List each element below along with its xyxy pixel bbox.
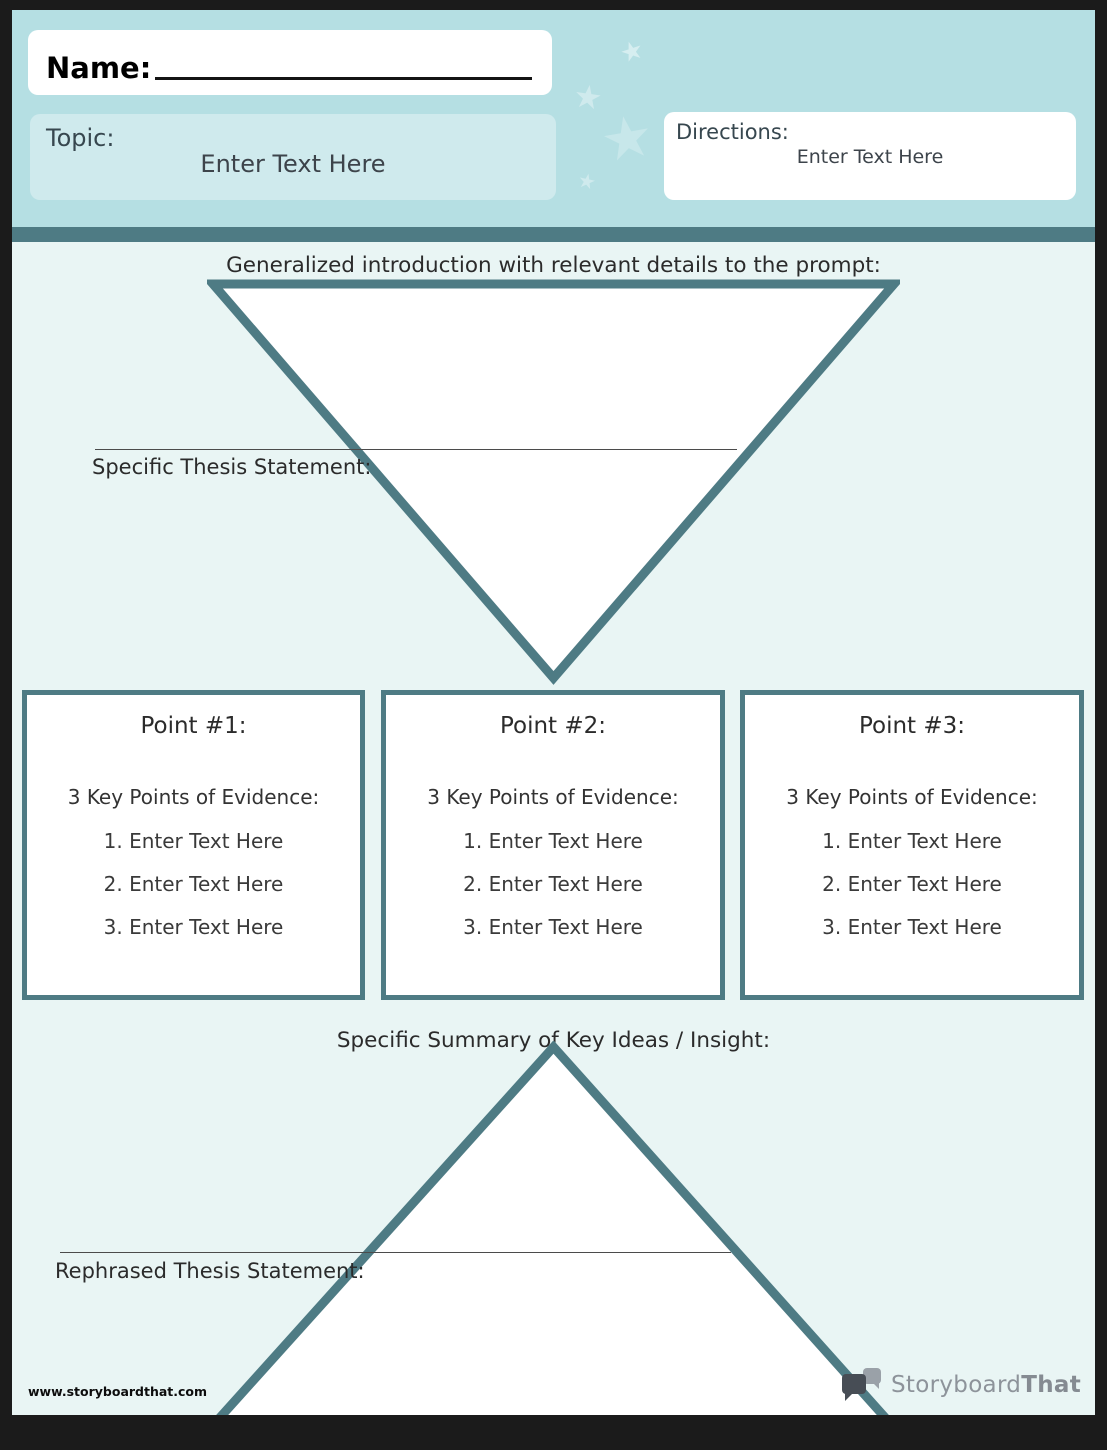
point-box-2: Point #2: 3 Key Points of Evidence: 1. E…	[381, 690, 725, 1000]
evidence-item-2[interactable]: 2. Enter Text Here	[103, 872, 284, 896]
inverted-triangle-shape	[207, 279, 900, 685]
worksheet-content: ★ ★ ★ ★ Name: Topic: Enter Text Here Dir…	[12, 10, 1095, 1415]
thesis-statement-label: Specific Thesis Statement:	[92, 455, 372, 479]
evidence-label: 3 Key Points of Evidence:	[427, 785, 679, 809]
evidence-item-1[interactable]: 1. Enter Text Here	[822, 829, 1002, 853]
evidence-item-3[interactable]: 3. Enter Text Here	[463, 915, 643, 939]
point-box-3: Point #3: 3 Key Points of Evidence: 1. E…	[740, 690, 1084, 1000]
star-icon: ★	[595, 100, 659, 176]
evidence-label: 3 Key Points of Evidence:	[786, 785, 1038, 809]
evidence-label: 3 Key Points of Evidence:	[67, 785, 320, 809]
logo-text-that: That	[1021, 1372, 1081, 1398]
topic-label: Topic:	[46, 124, 115, 152]
point-title: Point #2:	[499, 713, 607, 739]
star-icon: ★	[571, 76, 605, 118]
storyboardthat-logo: StoryboardThat	[842, 1368, 1081, 1402]
evidence-item-3[interactable]: 3. Enter Text Here	[103, 915, 284, 939]
point-title: Point #1:	[140, 713, 247, 739]
intro-prompt-label: Generalized introduction with relevant d…	[226, 253, 881, 278]
logo-text-storyboard: Storyboard	[891, 1372, 1022, 1398]
topic-box: Topic: Enter Text Here	[30, 114, 556, 200]
website-url: www.storyboardthat.com	[28, 1384, 208, 1399]
name-label: Name:	[46, 51, 152, 85]
speech-bubble-light-icon	[863, 1368, 882, 1389]
rephrased-thesis-line[interactable]	[60, 1252, 731, 1253]
evidence-item-2[interactable]: 2. Enter Text Here	[463, 872, 643, 896]
evidence-item-1[interactable]: 1. Enter Text Here	[463, 829, 643, 853]
directions-box: Directions: Enter Text Here	[664, 112, 1076, 200]
speech-bubbles-icon	[842, 1368, 882, 1402]
evidence-item-1[interactable]: 1. Enter Text Here	[103, 829, 284, 853]
rephrased-thesis-label: Rephrased Thesis Statement:	[55, 1259, 365, 1283]
divider-bar	[12, 227, 1095, 242]
evidence-item-2[interactable]: 2. Enter Text Here	[822, 872, 1002, 896]
logo-text: StoryboardThat	[891, 1372, 1081, 1398]
speech-bubble-dark-icon	[842, 1374, 867, 1401]
directions-placeholder[interactable]: Enter Text Here	[796, 146, 944, 168]
point-box-1: Point #1: 3 Key Points of Evidence: 1. E…	[22, 690, 365, 1000]
topic-placeholder[interactable]: Enter Text Here	[200, 150, 386, 178]
directions-label: Directions:	[676, 120, 789, 144]
upright-triangle-shape	[216, 1041, 889, 1415]
name-fill-line[interactable]	[155, 70, 532, 80]
thesis-statement-line[interactable]	[95, 449, 737, 450]
name-box: Name:	[28, 30, 552, 95]
evidence-item-3[interactable]: 3. Enter Text Here	[822, 915, 1002, 939]
point-title: Point #3:	[858, 713, 966, 739]
